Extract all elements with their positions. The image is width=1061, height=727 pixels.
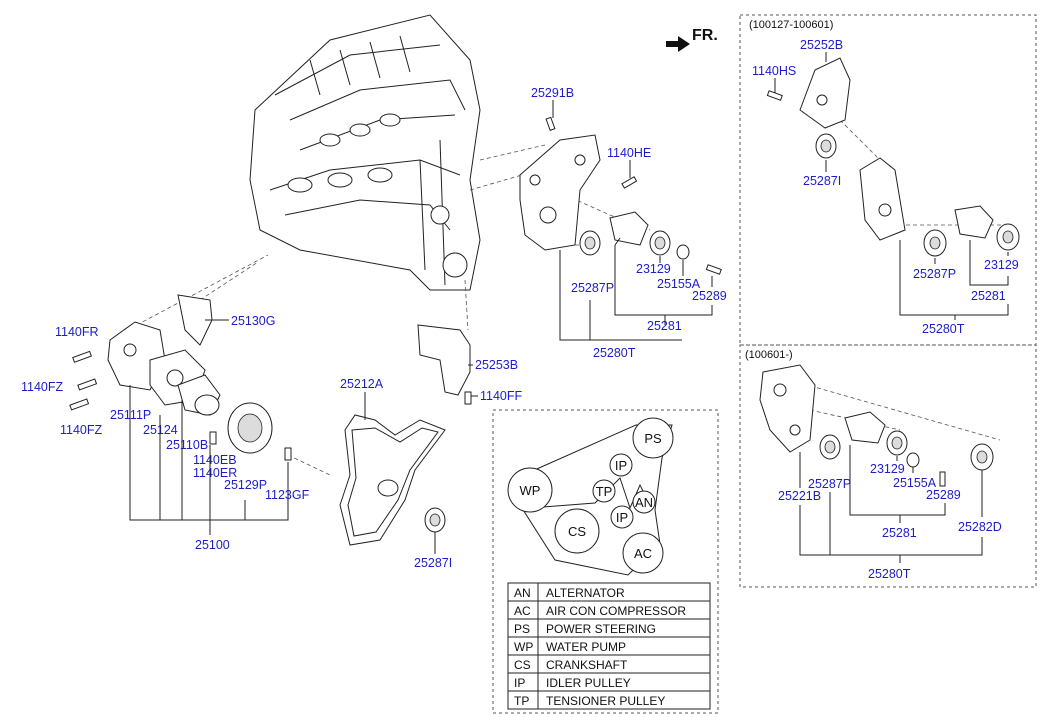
pulley-label: AN	[635, 495, 653, 510]
box-a-drawing	[766, 57, 1020, 257]
front-arrow-icon	[666, 36, 690, 52]
pulley-tp[interactable]	[592, 479, 616, 503]
part-label[interactable]: 25110B	[166, 438, 208, 452]
pulley-label: PS	[644, 431, 662, 446]
tensioner-bracket-drawing	[519, 116, 722, 275]
legend-code: AN	[514, 586, 531, 600]
part-label[interactable]: 25281	[882, 526, 917, 540]
legend-code: AC	[514, 604, 531, 618]
legend-name: CRANKSHAFT	[546, 658, 628, 672]
front-label: FR.	[692, 27, 718, 44]
part-label[interactable]: 25287P	[571, 281, 614, 295]
legend-name: IDLER PULLEY	[546, 676, 631, 690]
part-label[interactable]: 25129P	[224, 478, 267, 492]
legend-code: IP	[514, 676, 525, 690]
part-label[interactable]: 25212A	[340, 377, 384, 391]
legend-name: WATER PUMP	[546, 640, 626, 654]
legend-code: WP	[514, 640, 533, 654]
part-label[interactable]: 1140EB	[193, 453, 237, 467]
part-label[interactable]: 25287P	[913, 267, 956, 281]
bracket-drawing	[417, 324, 472, 405]
part-label[interactable]: 23129	[636, 262, 671, 276]
part-label[interactable]: 25253B	[475, 358, 518, 372]
legend-code: PS	[514, 622, 530, 636]
part-label[interactable]: 25287I	[414, 556, 452, 570]
part-label[interactable]: 25280T	[868, 567, 911, 581]
part-label[interactable]: 23129	[870, 462, 905, 476]
part-label[interactable]: 1140ER	[193, 466, 237, 480]
part-label[interactable]: 25281	[647, 319, 682, 333]
variant-box-b: (100601-) 23129 25155A 25221B 25287P 252…	[739, 344, 1037, 588]
belt-routing-box: PS IP WP TP AN IP CS AC	[492, 409, 719, 714]
front-direction-indicator: FR.	[666, 27, 718, 52]
pulley-label: TP	[596, 484, 613, 499]
part-label[interactable]: 1140FZ	[21, 380, 64, 394]
pulley-cs[interactable]	[554, 508, 600, 554]
part-label[interactable]: 25280T	[593, 346, 636, 360]
pulley-label: IP	[616, 510, 628, 525]
part-label[interactable]: 25281	[971, 289, 1006, 303]
pulley-ps[interactable]	[632, 417, 674, 459]
pulley-label: AC	[634, 546, 652, 561]
part-label[interactable]: 25100	[195, 538, 230, 552]
part-label[interactable]: 1140HE	[607, 146, 651, 160]
pulley-ip-upper[interactable]	[609, 453, 633, 477]
part-label[interactable]: 23129	[984, 258, 1019, 272]
pulley-label: IP	[615, 458, 627, 473]
legend-name: POWER STEERING	[546, 622, 656, 636]
part-label[interactable]: 1123GF	[265, 488, 310, 502]
part-label[interactable]: 25252B	[800, 38, 843, 52]
pulley-label: WP	[520, 483, 541, 498]
belt-drawing	[339, 414, 446, 546]
part-label[interactable]: 25289	[692, 289, 727, 303]
part-label[interactable]: 25221B	[778, 489, 821, 503]
legend-code: CS	[514, 658, 531, 672]
part-label[interactable]: 25111P	[110, 408, 151, 422]
part-label[interactable]: 1140HS	[752, 64, 796, 78]
part-label[interactable]: 1140FR	[55, 325, 99, 339]
legend-name: ALTERNATOR	[546, 586, 625, 600]
variant-box-a: (100127-100601) 25252B 1140HS 25287I 252…	[739, 14, 1037, 346]
legend-name: TENSIONER PULLEY	[546, 694, 665, 708]
main-callouts: 25291B 1140HE 23129 25155A 25289 25287P …	[21, 86, 727, 570]
pulley-wp[interactable]	[507, 467, 553, 513]
variant-range-label: (100601-)	[745, 349, 793, 361]
part-label[interactable]: 1140FZ	[60, 423, 103, 437]
part-label[interactable]: 25282D	[958, 520, 1002, 534]
part-label[interactable]: 25287I	[803, 174, 841, 188]
pulley-label: CS	[568, 524, 586, 539]
part-label[interactable]: 25130G	[231, 314, 275, 328]
pulley-ac[interactable]	[622, 532, 664, 574]
part-label[interactable]: 25287P	[808, 477, 851, 491]
part-label[interactable]: 25155A	[657, 277, 701, 291]
engine-block-drawing	[249, 14, 481, 291]
part-label[interactable]: 1140FF	[480, 389, 523, 403]
pulley-an[interactable]	[632, 490, 656, 514]
box-b-drawing	[759, 364, 994, 487]
water-pump-drawing	[69, 294, 292, 461]
part-label[interactable]: 25289	[926, 488, 961, 502]
legend-table: AN ALTERNATOR AC AIR CON COMPRESSOR PS P…	[507, 582, 711, 710]
part-label[interactable]: 25280T	[922, 322, 965, 336]
legend-code: TP	[514, 694, 529, 708]
pulley-ip-lower[interactable]	[610, 505, 634, 529]
part-label[interactable]: 25291B	[531, 86, 574, 100]
part-label[interactable]: 25155A	[893, 476, 937, 490]
legend-name: AIR CON COMPRESSOR	[546, 604, 686, 618]
variant-range-label: (100127-100601)	[749, 19, 833, 31]
